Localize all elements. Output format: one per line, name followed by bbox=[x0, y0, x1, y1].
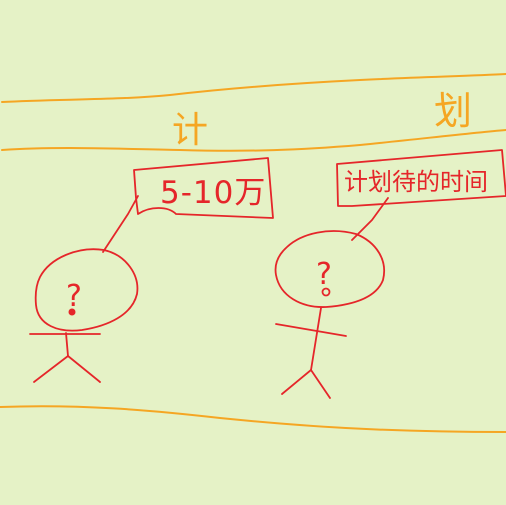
left-stick-figure bbox=[29, 248, 139, 383]
right-figure-right-leg bbox=[310, 369, 331, 399]
left-speech-bubble bbox=[102, 157, 274, 253]
right-bubble-box bbox=[336, 149, 506, 207]
right-figure-left-leg bbox=[281, 369, 312, 395]
right-figure-mouth bbox=[321, 287, 331, 297]
left-figure-question-mark: ? bbox=[66, 279, 82, 314]
right-stick-figure bbox=[274, 230, 385, 399]
right-bubble-tail bbox=[351, 197, 389, 241]
title-band-bottom-line bbox=[1, 129, 506, 152]
title-band-top-line bbox=[1, 73, 506, 103]
title-band bbox=[1, 73, 506, 152]
right-speech-bubble bbox=[336, 149, 506, 241]
left-figure-right-leg bbox=[67, 355, 101, 383]
right-figure-body bbox=[310, 307, 322, 371]
left-figure-left-leg bbox=[33, 355, 69, 383]
right-figure-head bbox=[274, 230, 385, 308]
left-bubble-box bbox=[133, 157, 274, 219]
left-figure-body bbox=[65, 332, 69, 357]
right-figure-shoulders bbox=[275, 323, 347, 337]
left-bubble-tail bbox=[102, 195, 139, 253]
ground-line bbox=[0, 405, 506, 433]
title-left-char: 计 bbox=[172, 110, 208, 151]
left-figure-head bbox=[34, 248, 139, 332]
left-speech-text: 5-10万 bbox=[160, 175, 266, 211]
left-figure-mouth bbox=[68, 308, 76, 316]
right-figure-question-mark: ? bbox=[316, 257, 332, 292]
title-right-char: 划 bbox=[434, 89, 472, 133]
right-speech-text: 计划待的时间 bbox=[344, 168, 488, 196]
